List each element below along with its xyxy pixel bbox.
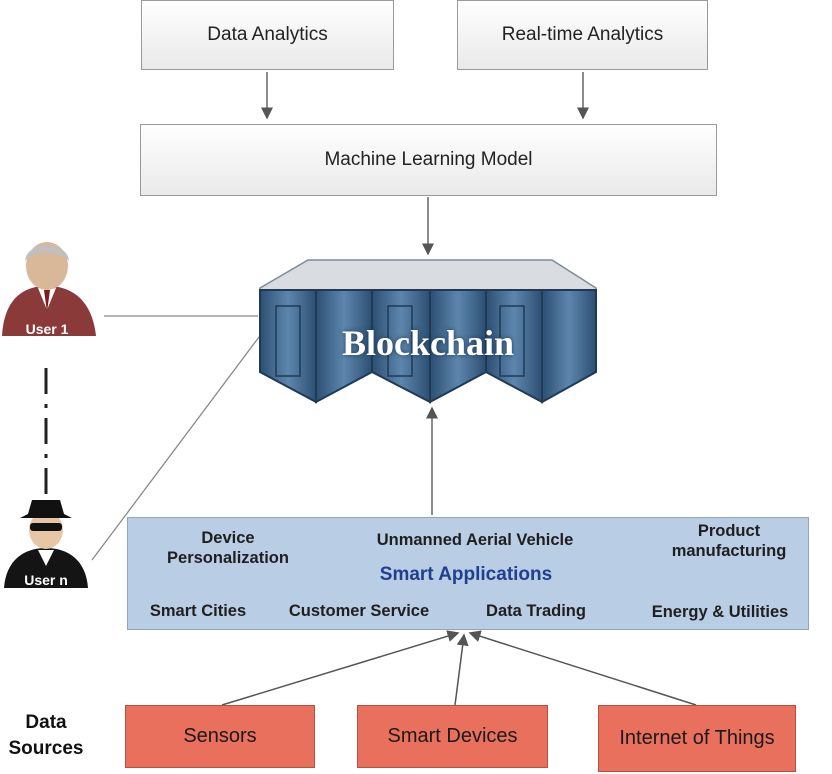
app-smart-cities: Smart Cities: [149, 602, 247, 620]
arrow-iot-to-apps: [468, 630, 697, 706]
app-customer-service: Customer Service: [288, 602, 430, 620]
realtime-analytics-box: Real-time Analytics: [457, 0, 708, 70]
user-1-icon: [2, 242, 96, 336]
user-n-label: User n: [24, 572, 68, 588]
smart-applications-title: Smart Applications: [379, 564, 553, 585]
smart-applications-panel: Device Personalization Unmanned Aerial V…: [127, 517, 809, 630]
blockchain-icon: [259, 259, 597, 404]
ml-model-label: Machine Learning Model: [324, 149, 533, 170]
arrow-sensors-to-apps: [221, 630, 460, 706]
iot-box: Internet of Things: [598, 705, 796, 772]
user-1-label: User 1: [25, 321, 69, 337]
sensors-label: Sensors: [183, 725, 257, 747]
data-sources-label: Data Sources: [8, 712, 84, 759]
app-uav: Unmanned Aerial Vehicle: [376, 531, 574, 549]
blockchain-label: Blockchain: [341, 323, 515, 363]
arrow-devices-to-apps: [454, 633, 469, 706]
app-device-personalization: Device Personalization: [167, 529, 289, 567]
iot-label: Internet of Things: [619, 727, 775, 749]
realtime-analytics-label: Real-time Analytics: [501, 24, 664, 45]
app-data-trading: Data Trading: [486, 602, 586, 620]
app-product-manufacturing: Product manufacturing: [671, 522, 787, 560]
ml-model-box: Machine Learning Model: [140, 124, 717, 196]
app-energy-utilities: Energy & Utilities: [651, 603, 789, 621]
data-analytics-box: Data Analytics: [141, 0, 394, 70]
smart-devices-box: Smart Devices: [357, 705, 548, 768]
data-analytics-label: Data Analytics: [207, 24, 328, 45]
user-n-icon: [4, 500, 88, 588]
smart-devices-label: Smart Devices: [387, 725, 518, 747]
link-usern-blockchain: [91, 332, 263, 561]
sensors-box: Sensors: [125, 705, 315, 768]
